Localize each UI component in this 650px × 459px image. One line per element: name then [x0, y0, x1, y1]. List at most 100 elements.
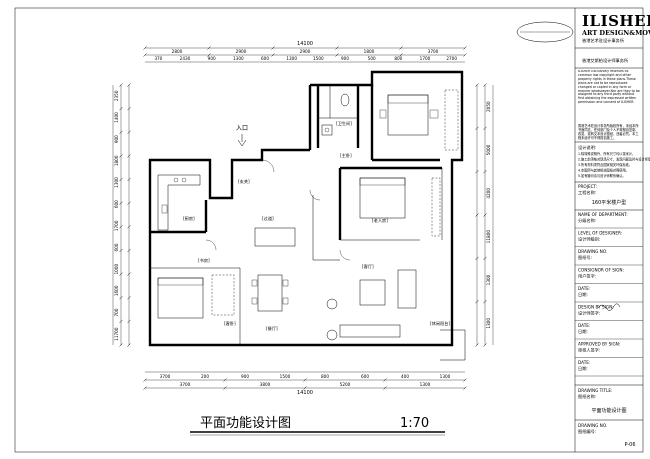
- dim-tick: [399, 53, 403, 57]
- dim-tick: [127, 201, 131, 205]
- design-note: 3.所有材料须符合国家相关环保标准。: [578, 162, 632, 167]
- side-table-icon: [326, 298, 338, 310]
- dim-tick: [127, 272, 131, 276]
- design-note: 2.施工前须核对现场尺寸，发现问题及时与设计师联系。: [578, 157, 650, 162]
- dim-tick: [223, 386, 227, 390]
- field-label-en: LEVEL OF DESIGNER:: [578, 231, 622, 236]
- room-elder: [老人房]: [372, 217, 388, 224]
- dim-tick: [119, 272, 123, 276]
- dim-tick: [127, 130, 131, 134]
- dim-label: 5200: [340, 382, 351, 387]
- field-label-en: DATE:: [578, 286, 590, 291]
- drawing-no: P-06: [624, 442, 635, 448]
- room-balcony: [休闲阳台]: [430, 320, 450, 327]
- dim-tick: [303, 378, 307, 382]
- room-kitchen: [厨房]: [183, 215, 195, 222]
- dim-label: 2900: [236, 49, 247, 54]
- dim-tick: [127, 248, 131, 253]
- brand-emblem-icon: [516, 21, 574, 43]
- room-dining: [餐厅]: [266, 325, 278, 332]
- dim-tick: [475, 256, 479, 261]
- dim-label: 1300: [486, 274, 491, 285]
- sofa-icon: [339, 324, 401, 338]
- dim-tick: [475, 83, 479, 87]
- room-entry: [玄关]: [238, 178, 250, 185]
- dining-table-icon: [257, 274, 283, 312]
- notes-list: 1.除特殊说明外，所有尺寸均以毫米计。2.施工前须核对现场尺寸，发现问题及时与设…: [578, 151, 650, 178]
- dim-tick: [475, 126, 479, 131]
- dim-tick: [383, 386, 387, 390]
- coffee-table-icon: [359, 279, 386, 306]
- dim-tick: [119, 296, 123, 300]
- left-dimensions: 2350140090018001300600170060010001600700…: [112, 83, 131, 347]
- room-study: [书房]: [198, 257, 210, 264]
- dim-tick: [463, 378, 467, 382]
- dim-label: 1300: [420, 382, 431, 387]
- dim-tick: [143, 46, 147, 50]
- dim-label: 1300: [114, 177, 119, 188]
- dim-tick: [143, 378, 147, 382]
- dim-label: 900: [341, 56, 349, 61]
- copyright-en: ILISHER Exclusively reserves its common …: [578, 70, 640, 105]
- dim-label: 200: [201, 374, 209, 379]
- dim-label: 4200: [486, 188, 491, 199]
- master-wardrobe: [444, 89, 459, 151]
- entrance-arrow-icon: [237, 134, 247, 147]
- dim-tick: [463, 46, 467, 50]
- dim-tick: [399, 46, 403, 50]
- brand-name: ILISHER: [582, 12, 650, 30]
- dim-tick: [119, 83, 123, 87]
- dim-label: 1300: [286, 56, 297, 61]
- dim-tick: [119, 201, 123, 205]
- field-label-en: DESIGN BY SIGN:: [578, 305, 614, 310]
- field-label-cn: 设计师签字:: [578, 310, 600, 317]
- dim-tick: [475, 299, 479, 304]
- design-note: 5.如有疑问请与设计师联系确认。: [578, 173, 626, 178]
- room-labels: [卫生间] [主卧] [老人房] [厨房] [玄关] [过道] [书房] [客卧…: [183, 120, 450, 332]
- field-label-cn: 分级名称:: [578, 217, 596, 224]
- dim-tick: [119, 130, 123, 134]
- dim-tick: [303, 386, 307, 390]
- design-note: 4.本图须与其他相关图纸对照使用。: [578, 168, 629, 173]
- elder-bed-icon: [359, 177, 406, 219]
- field-label-en: APPROVED BY SIGN:: [578, 342, 620, 347]
- field-label-cn: 日期:: [578, 292, 588, 298]
- room-toilet: [卫生间]: [336, 120, 352, 127]
- total-width-bottom: 14100: [297, 390, 313, 396]
- dim-tick: [483, 169, 487, 174]
- field-label-en: DRAWING NO.: [578, 249, 607, 254]
- armchair-icon: [397, 269, 417, 309]
- dim-tick: [119, 177, 123, 182]
- dim-label: 800: [394, 56, 402, 61]
- dim-tick: [127, 106, 131, 111]
- dim-tick: [483, 83, 487, 87]
- elder-wardrobe: [431, 177, 441, 237]
- dim-tick: [119, 343, 123, 347]
- field-label-cn: 日期:: [578, 329, 588, 335]
- dim-tick: [127, 319, 131, 324]
- dim-tick: [127, 177, 131, 182]
- dim-tick: [335, 53, 339, 57]
- drawing-title: 平面功能设计图: [591, 407, 626, 414]
- walls: [148, 70, 464, 347]
- dim-tick: [127, 296, 131, 300]
- dim-label: 1400: [114, 112, 119, 123]
- room-aisle: [过道]: [262, 215, 274, 222]
- copyright-en-box: ILISHER Exclusively reserves its common …: [578, 70, 640, 105]
- field-label-cn: 设计师级别:: [578, 236, 600, 243]
- dim-tick: [207, 53, 211, 57]
- dim-label: 3700: [160, 374, 171, 379]
- dim-tick: [271, 46, 275, 50]
- dim-label: 3700: [180, 382, 191, 387]
- dim-label: 1700: [114, 220, 119, 231]
- field-label-en: DATE:: [578, 323, 590, 328]
- dim-label: 1700: [420, 56, 431, 61]
- dim-label: 2800: [172, 49, 183, 54]
- dim-label: 3700: [428, 49, 439, 54]
- entrance-label: 入口: [236, 125, 248, 132]
- project-label: PROJECT:: [578, 184, 597, 189]
- dim-tick: [119, 106, 123, 111]
- dim-tick: [119, 319, 123, 324]
- notes-label: 设计说明:: [578, 144, 596, 151]
